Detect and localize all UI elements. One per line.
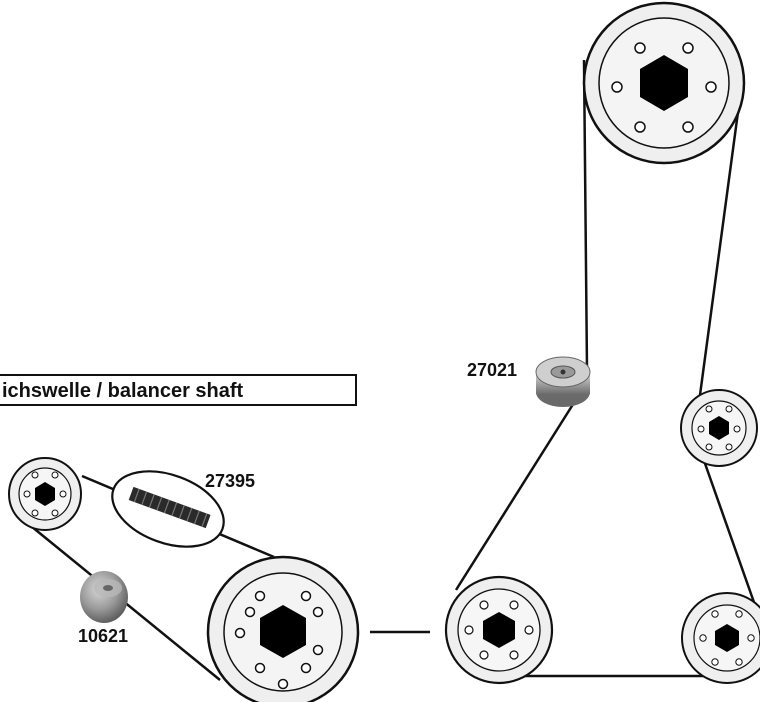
hex-hub-icon	[709, 416, 729, 440]
tensioner-roller-main	[535, 356, 591, 407]
hex-hub-icon	[35, 482, 55, 506]
label-27021: 27021	[467, 360, 517, 380]
balancer-shaft-pulley	[8, 457, 82, 531]
hex-hub-icon	[715, 624, 739, 652]
water-pump-pulley	[681, 592, 760, 684]
label-10621: 10621	[78, 626, 128, 646]
camshaft-pulley	[582, 1, 746, 165]
hex-hub-icon	[640, 55, 688, 111]
idler-pulley-right	[680, 389, 758, 467]
label-27395: 27395	[205, 471, 255, 491]
toothed-belt-icon	[128, 486, 211, 529]
main-belt	[370, 59, 758, 678]
hex-hub-icon	[483, 612, 515, 648]
belt-kit-callout	[111, 470, 225, 548]
balancer-shaft-title-box: ichswelle / balancer shaft	[0, 374, 357, 406]
hex-hub-icon	[260, 605, 306, 658]
tensioner-roller-balancer	[80, 571, 128, 623]
crankshaft-pulley	[444, 575, 554, 685]
bolt-holes	[611, 42, 717, 133]
balancer-crank-pulley	[206, 555, 360, 702]
balancer-shaft-title: ichswelle / balancer shaft	[2, 380, 244, 402]
